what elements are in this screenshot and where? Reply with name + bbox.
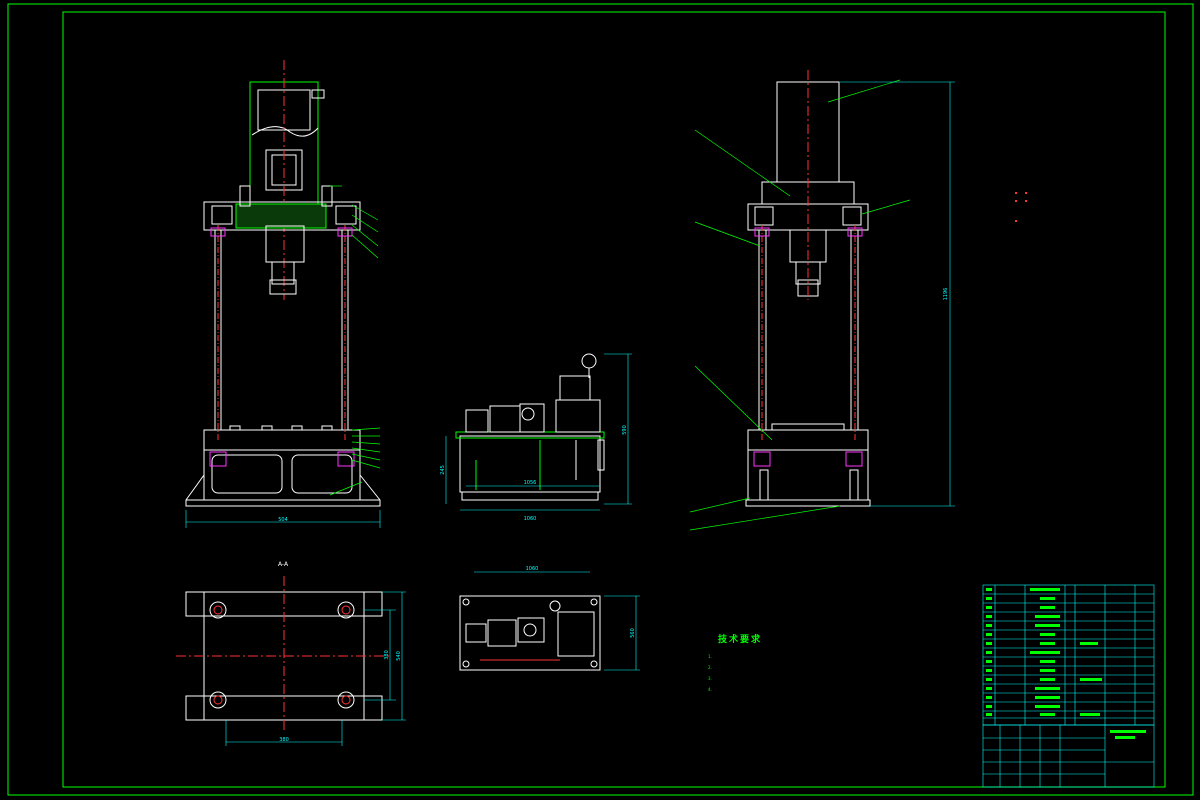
hyd-w1-text: 1056 [524,480,537,486]
front-base-dimension [185,510,381,528]
title-block [982,584,1155,788]
side-height-dimension-text: 1196 [943,288,949,301]
front-view-leaders [329,185,381,496]
section-w-text: 380 [279,737,289,743]
front-base-dimension-text: 504 [278,517,288,523]
hydraulic-unit-plan [459,595,601,671]
section-dimensions [225,591,406,746]
hydraulic-unit-dimensions [445,353,632,511]
hydraulic-plan-dimensions [474,571,640,671]
outer-border [7,3,1194,796]
front-view [185,60,381,507]
tech-requirements-title: 技术要求 [718,635,763,645]
hyd-plan-h-text: 560 [630,628,636,638]
hydraulic-unit-elevation [455,353,605,501]
section-h1-text: 380 [384,650,390,660]
red-marks [1015,192,1027,222]
tech-item-2: 2. [708,665,712,670]
section-a-a [176,576,392,730]
hyd-plan-w-text: 1060 [526,566,539,572]
section-h2-text: 540 [396,651,402,661]
inner-border [62,11,1166,788]
title-block-text-marks [986,588,1146,739]
hyd-side-text: 245 [440,465,446,475]
hyd-w2-text: 1060 [524,516,537,522]
section-label: A-A [278,561,289,568]
side-view [745,70,871,507]
tech-item-1: 1. [708,654,712,659]
tech-item-4: 4. [708,687,712,692]
side-height-dimension [840,81,955,507]
technical-requirements: 技术要求 1. 2. 3. 4. [708,632,898,695]
tech-item-3: 3. [708,676,712,681]
side-view-leaders [689,79,911,531]
hyd-height-text: 590 [622,425,628,435]
